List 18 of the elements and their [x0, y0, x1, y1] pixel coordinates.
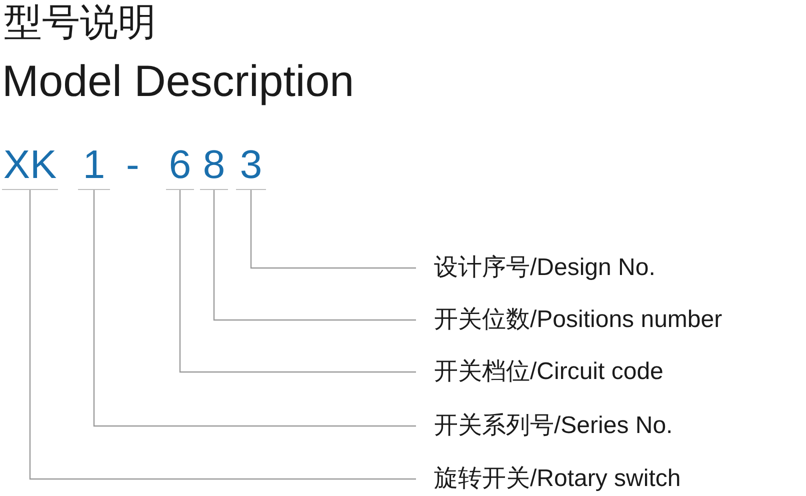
leader-line [29, 190, 416, 480]
leader-line [179, 190, 416, 373]
leader-line [93, 190, 416, 427]
description-label: 旋转开关/Rotary switch [416, 463, 806, 495]
model-code-character: XK [2, 142, 58, 190]
subtitle: Model Description [2, 56, 354, 108]
title: 型号说明 [4, 1, 156, 46]
description-label: 开关位数/Positions number [416, 304, 806, 336]
model-code-character: 8 [200, 142, 228, 190]
model-code-character: 1 [78, 142, 110, 190]
leader-line [213, 190, 416, 321]
description-label: 开关系列号/Series No. [416, 410, 806, 442]
description-label: 设计序号/Design No. [416, 252, 806, 284]
description-label: 开关档位/Circuit code [416, 356, 806, 388]
model-code-character: 6 [166, 142, 194, 190]
separator-dash: - [126, 142, 140, 188]
leader-line [250, 190, 416, 269]
model-code-character: 3 [236, 142, 266, 190]
